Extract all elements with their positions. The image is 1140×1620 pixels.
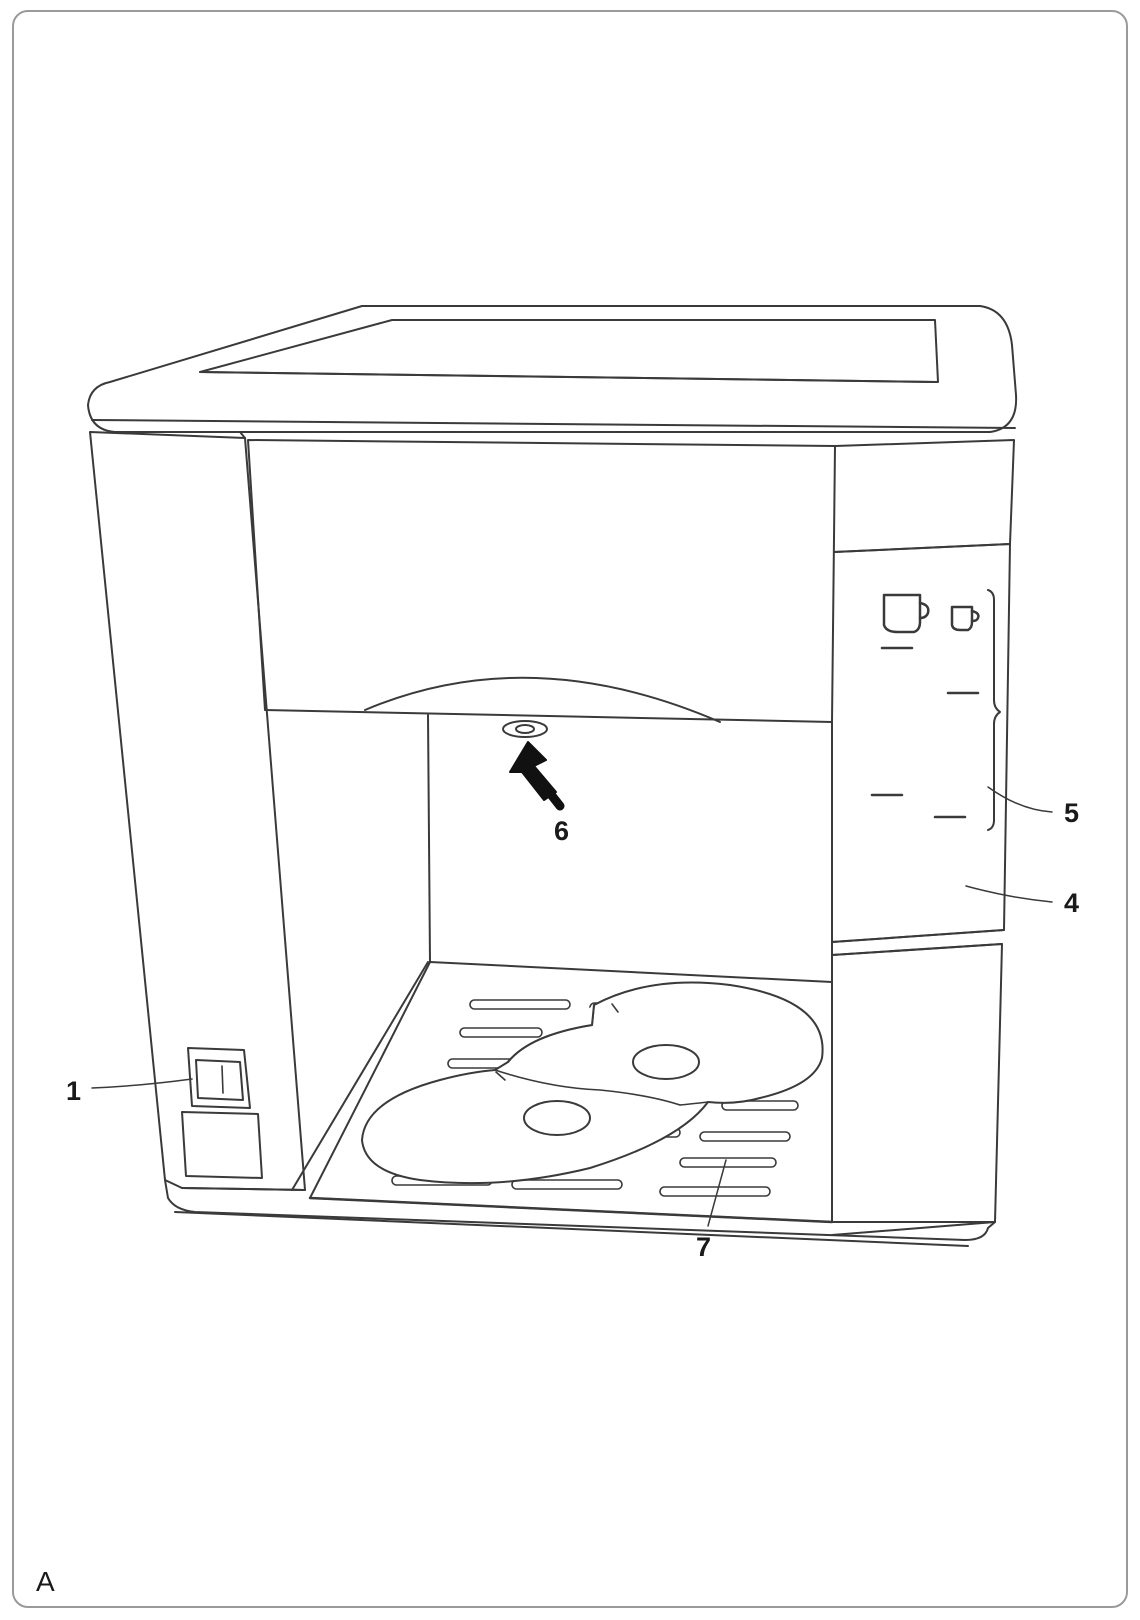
- cup-spacer-discs: [361, 981, 824, 1185]
- callout-label-1: 1: [66, 1076, 81, 1106]
- large-cup-icon: [882, 593, 930, 634]
- machine-base: [164, 1179, 996, 1247]
- control-panel: [870, 589, 1001, 831]
- power-switch: [181, 1047, 263, 1179]
- callout-label-5: 5: [1064, 798, 1079, 828]
- dispenser-outlet: [502, 720, 548, 738]
- leader-line-7: [707, 1159, 727, 1227]
- pointer-arrow-6: [509, 741, 565, 811]
- dispenser-head: [247, 439, 836, 1221]
- right-body-panel: [831, 439, 1015, 1236]
- figure-frame: [12, 10, 1128, 1608]
- cup-size-buttons: [870, 646, 980, 819]
- leader-line-4: [965, 885, 1053, 903]
- callout-label-4: 4: [1064, 888, 1079, 918]
- leader-line-5: [987, 786, 1053, 813]
- figure-letter: A: [36, 1566, 55, 1597]
- leader-line-1: [91, 1078, 193, 1089]
- small-cup-icon: [950, 605, 980, 632]
- callout-label-7: 7: [696, 1232, 711, 1262]
- button-bracket: [987, 589, 1001, 831]
- leader-lines: [91, 786, 1053, 1227]
- callout-label-6: 6: [554, 816, 569, 846]
- machine-lid: [87, 305, 1018, 433]
